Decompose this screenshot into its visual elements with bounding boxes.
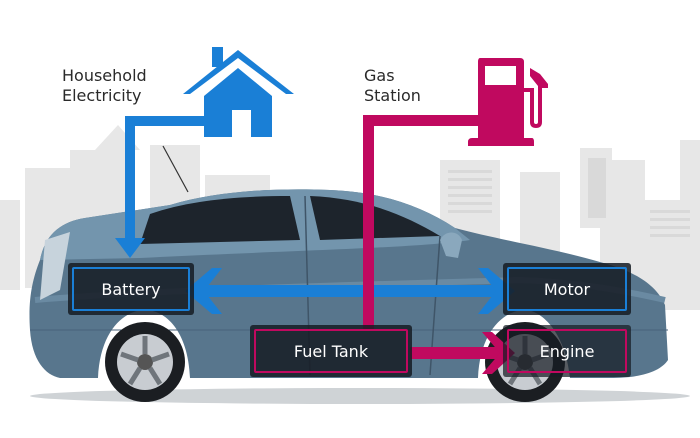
engine-box-border <box>507 329 627 373</box>
fuel-pump-icon <box>468 58 548 146</box>
fuel-tank-box: Fuel Tank <box>250 325 412 377</box>
motor-box-border <box>507 267 627 311</box>
gas-station-label: Gas Station <box>364 66 421 106</box>
electric-flow-line <box>115 116 205 258</box>
household-label-line1: Household <box>62 66 147 85</box>
motor-box: Motor <box>503 263 631 315</box>
car-illustration <box>29 145 668 402</box>
motor-label: Motor <box>543 279 591 299</box>
house-icon <box>183 47 294 137</box>
engine-label: Engine <box>539 341 595 361</box>
engine-box: Engine <box>503 325 631 377</box>
gas-label-line2: Station <box>364 86 421 105</box>
fuel-tank-box-border <box>254 329 408 373</box>
household-electricity-label: Household Electricity <box>62 66 147 106</box>
battery-motor-flow <box>185 268 515 314</box>
fuel-tank-label: Fuel Tank <box>293 341 369 361</box>
household-label-line2: Electricity <box>62 86 142 105</box>
battery-label: Battery <box>101 279 161 299</box>
rear-wheel <box>105 322 185 402</box>
skyline-windows <box>448 158 690 237</box>
gas-label-line1: Gas <box>364 66 395 85</box>
battery-box: Battery <box>68 263 194 315</box>
fuel-flow-line <box>363 115 478 330</box>
battery-box-border <box>72 267 190 311</box>
